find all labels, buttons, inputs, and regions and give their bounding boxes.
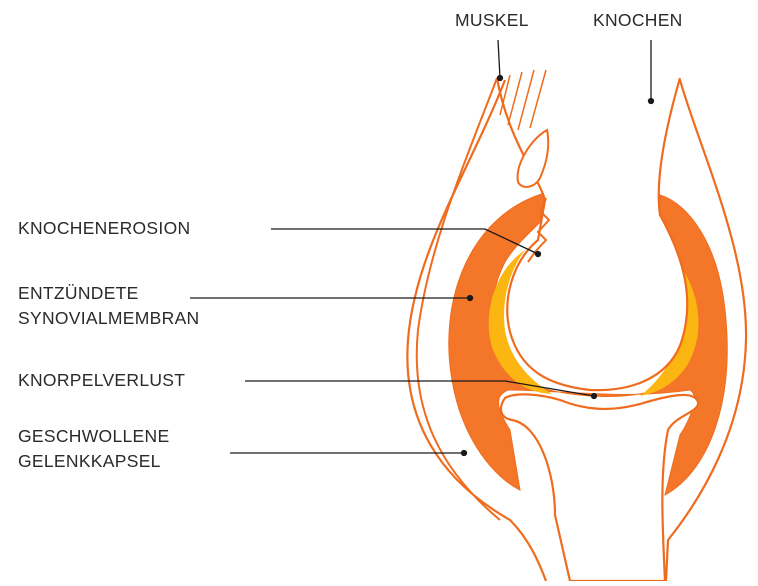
leader-muscle — [498, 40, 500, 78]
label-bone-erosion: KNOCHENEROSION — [18, 216, 190, 241]
leader-capsule-dot — [462, 451, 467, 456]
label-bone: KNOCHEN — [593, 8, 683, 33]
leader-bone-erosion-dot — [536, 252, 541, 257]
leader-synovium-dot — [468, 296, 473, 301]
label-muscle: MUSKEL — [455, 8, 529, 33]
label-swollen-capsule-line2: GELENKKAPSEL — [18, 449, 169, 474]
label-swollen-capsule-line1: GESCHWOLLENE — [18, 424, 169, 449]
label-inflamed-synovium: ENTZÜNDETE SYNOVIALMEMBRAN — [18, 281, 199, 331]
label-swollen-capsule: GESCHWOLLENE GELENKKAPSEL — [18, 424, 169, 474]
leader-muscle-dot — [498, 76, 503, 81]
leader-cartilage-loss-dot — [592, 394, 597, 399]
leader-bone-dot — [649, 99, 654, 104]
label-cartilage-loss: KNORPELVERLUST — [18, 368, 185, 393]
label-inflamed-synovium-line2: SYNOVIALMEMBRAN — [18, 306, 199, 331]
label-inflamed-synovium-line1: ENTZÜNDETE — [18, 281, 199, 306]
